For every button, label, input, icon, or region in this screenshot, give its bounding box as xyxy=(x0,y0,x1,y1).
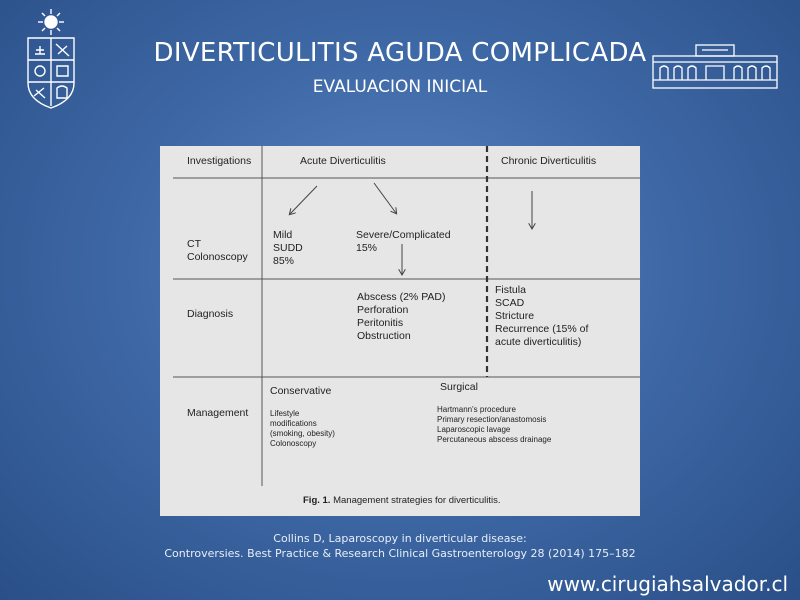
management-label: Management xyxy=(187,407,249,419)
citation-line-1: Collins D, Laparoscopy in diverticular d… xyxy=(273,532,527,545)
hospital-building-icon xyxy=(652,44,778,89)
figure-grid-lines xyxy=(173,146,640,486)
header-chronic-diverticulitis: Chronic Diverticulitis xyxy=(501,155,597,167)
acute-complications-list: Abscess (2% PAD) Perforation Peritonitis… xyxy=(357,291,446,342)
citation: Collins D, Laparoscopy in diverticular d… xyxy=(0,531,800,561)
header-acute-diverticulitis: Acute Diverticulitis xyxy=(300,155,386,167)
arrow-mild xyxy=(290,185,318,214)
surgical-heading: Surgical xyxy=(440,381,478,393)
slide-subtitle: EVALUACION INICIAL xyxy=(312,77,488,97)
chronic-complications-list: Fistula SCAD Stricture Recurrence (15% o… xyxy=(495,284,589,348)
slide-title: DIVERTICULITIS AGUDA COMPLICADA xyxy=(153,38,647,68)
surgical-list: Hartmann's procedure Primary resection/a… xyxy=(437,405,552,444)
diagnosis-label: Diagnosis xyxy=(187,308,234,320)
severe-group: Severe/Complicated 15% xyxy=(356,229,451,254)
citation-line-2: Controversies. Best Practice & Research … xyxy=(164,547,636,560)
conservative-list: Lifestyle modifications (smoking, obesit… xyxy=(270,409,335,448)
management-strategies-figure: Investigations Acute Diverticulitis Chro… xyxy=(160,146,640,516)
conservative-heading: Conservative xyxy=(270,385,332,397)
ct-label: CT Colonoscopy xyxy=(187,238,248,263)
arrow-severe xyxy=(373,182,396,213)
header-investigations: Investigations xyxy=(187,155,252,167)
website-url: www.cirugiahsalvador.cl xyxy=(547,572,788,596)
university-emblem-icon xyxy=(27,9,75,109)
caption-label: Fig. 1. xyxy=(303,495,331,506)
caption-text: Management strategies for diverticulitis… xyxy=(333,495,501,506)
figure-caption: Fig. 1. Management strategies for divert… xyxy=(303,495,500,506)
mild-group: Mild SUDD 85% xyxy=(273,229,303,267)
